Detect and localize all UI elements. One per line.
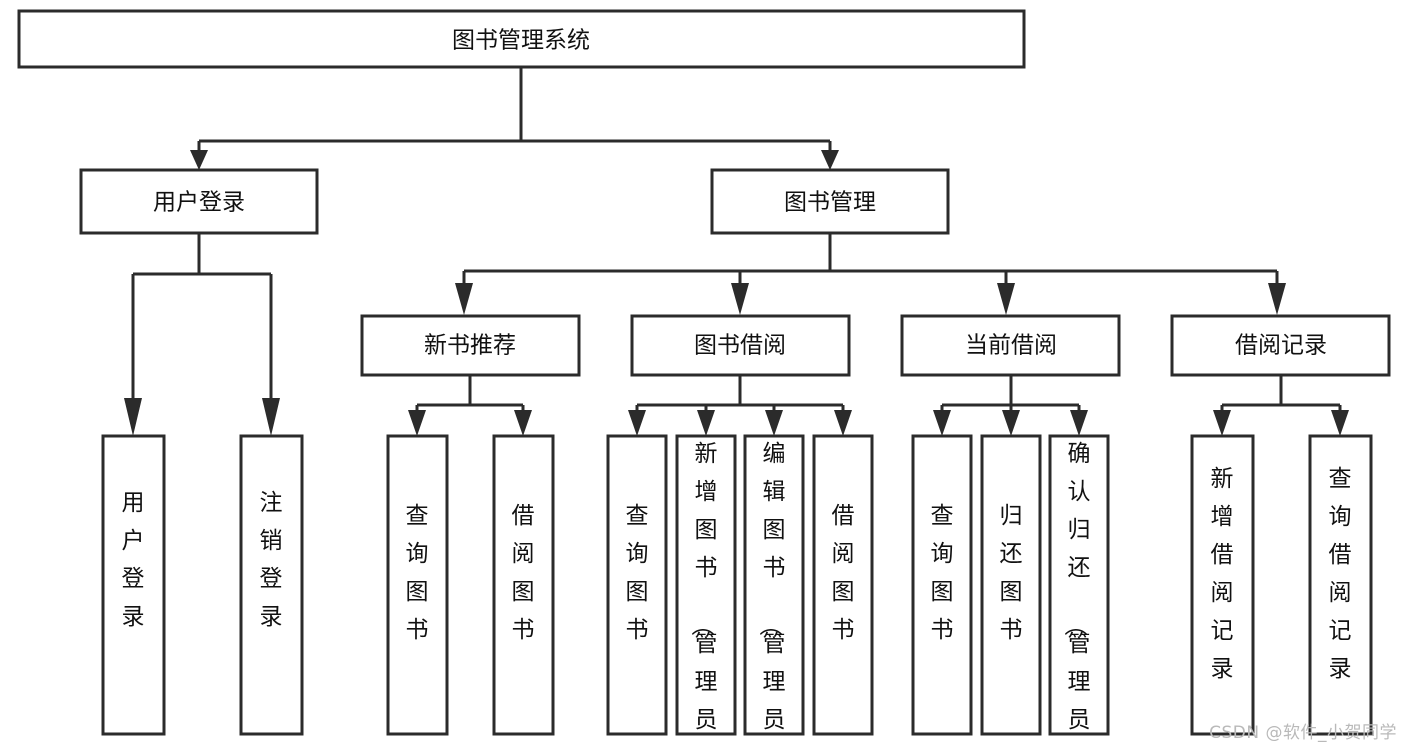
node-book-borrow-label: 图书借阅 — [694, 333, 786, 359]
arrow-head-book-manage — [821, 150, 839, 170]
arrow-head-leaf-edit-book — [765, 410, 783, 436]
node-borrow-record[interactable]: 借阅记录 — [1170, 314, 1391, 377]
node-leaf-query-book-3-label: 查询图书 — [931, 503, 954, 643]
node-user-login-rect[interactable] — [79, 168, 319, 235]
arrow-head-leaf-query-book-2 — [628, 410, 646, 436]
connector-layer — [124, 67, 1349, 436]
node-leaf-query-book-1[interactable]: 查询图书 — [386, 434, 449, 736]
node-leaf-user-login-rect[interactable] — [101, 434, 166, 736]
arrow-head-new-book-recommend — [455, 283, 473, 315]
node-leaf-add-record-label: 新增借阅记录 — [1211, 466, 1234, 682]
node-leaf-confirm-return[interactable]: 确认归还（管理员） — [1048, 434, 1110, 747]
node-book-manage-label: 图书管理 — [784, 190, 876, 216]
node-root-rect[interactable] — [17, 9, 1026, 69]
node-leaf-borrow-book-1[interactable]: 借阅图书 — [492, 434, 555, 736]
arrow-head-leaf-logout-login — [262, 398, 280, 436]
node-leaf-return-book[interactable]: 归还图书 — [980, 434, 1042, 736]
node-new-book-recommend-rect[interactable] — [360, 314, 581, 377]
node-leaf-query-book-2[interactable]: 查询图书 — [606, 434, 668, 736]
node-new-book-recommend[interactable]: 新书推荐 — [360, 314, 581, 377]
node-leaf-query-book-2-label: 查询图书 — [626, 503, 649, 643]
node-leaf-query-book-1-label: 查询图书 — [406, 503, 429, 643]
arrow-head-leaf-borrow-book-1 — [514, 410, 532, 436]
node-current-borrow-label: 当前借阅 — [965, 333, 1057, 359]
node-leaf-confirm-return-rect[interactable] — [1048, 434, 1110, 736]
node-leaf-query-record-label: 查询借阅记录 — [1329, 466, 1352, 682]
node-new-book-recommend-label: 新书推荐 — [424, 333, 516, 359]
node-leaf-add-book-rect[interactable] — [675, 434, 737, 736]
arrow-head-leaf-confirm-return — [1070, 410, 1088, 436]
node-user-login[interactable]: 用户登录 — [79, 168, 319, 235]
node-root-label: 图书管理系统 — [452, 28, 590, 54]
node-book-manage-rect[interactable] — [710, 168, 950, 235]
arrow-head-borrow-record — [1268, 283, 1286, 315]
node-leaf-add-record-rect[interactable] — [1190, 434, 1255, 736]
node-root[interactable]: 图书管理系统 — [17, 9, 1026, 69]
node-current-borrow[interactable]: 当前借阅 — [900, 314, 1121, 377]
node-borrow-record-rect[interactable] — [1170, 314, 1391, 377]
node-leaf-query-record[interactable]: 查询借阅记录 — [1308, 434, 1373, 736]
node-leaf-add-book[interactable]: 新增图书（管理员） — [675, 434, 737, 747]
node-leaf-borrow-book-1-label: 借阅图书 — [512, 503, 535, 643]
arrow-head-current-borrow — [997, 283, 1015, 315]
node-leaf-return-book-label: 归还图书 — [1000, 503, 1023, 643]
node-user-login-label: 用户登录 — [153, 190, 245, 216]
node-book-borrow[interactable]: 图书借阅 — [630, 314, 851, 377]
arrow-head-book-borrow — [731, 283, 749, 315]
node-leaf-confirm-return-label: 确认归还（管理员） — [1062, 441, 1091, 747]
node-leaf-user-login[interactable]: 用户登录 — [101, 434, 166, 736]
arrow-head-leaf-add-record — [1213, 410, 1231, 436]
node-leaf-borrow-book-2-rect[interactable] — [812, 434, 874, 736]
node-leaf-logout-login-label: 注销登录 — [260, 490, 283, 630]
node-borrow-record-label: 借阅记录 — [1235, 333, 1327, 359]
node-current-borrow-rect[interactable] — [900, 314, 1121, 377]
node-leaf-return-book-rect[interactable] — [980, 434, 1042, 736]
node-leaf-borrow-book-2-label: 借阅图书 — [832, 503, 855, 643]
node-leaf-query-book-3[interactable]: 查询图书 — [911, 434, 973, 736]
node-leaf-logout-login[interactable]: 注销登录 — [239, 434, 304, 736]
csdn-watermark: CSDN @软件_小贺同学 — [1209, 723, 1397, 743]
node-leaf-borrow-book-2[interactable]: 借阅图书 — [812, 434, 874, 736]
node-leaf-user-login-label: 用户登录 — [122, 490, 145, 630]
node-leaf-query-book-2-rect[interactable] — [606, 434, 668, 736]
node-leaf-add-record[interactable]: 新增借阅记录 — [1190, 434, 1255, 736]
node-leaf-logout-login-rect[interactable] — [239, 434, 304, 736]
arrow-head-user-login — [190, 150, 208, 170]
arrow-head-leaf-query-record — [1331, 410, 1349, 436]
node-leaf-edit-book-rect[interactable] — [743, 434, 805, 736]
node-leaf-query-book-1-rect[interactable] — [386, 434, 449, 736]
node-book-borrow-rect[interactable] — [630, 314, 851, 377]
node-leaf-query-book-3-rect[interactable] — [911, 434, 973, 736]
arrow-head-leaf-query-book-3 — [933, 410, 951, 436]
arrow-head-leaf-query-book-1 — [408, 410, 426, 436]
arrow-head-leaf-user-login — [124, 398, 142, 436]
node-book-manage[interactable]: 图书管理 — [710, 168, 950, 235]
arrow-head-leaf-borrow-book-2 — [834, 410, 852, 436]
node-leaf-borrow-book-1-rect[interactable] — [492, 434, 555, 736]
node-leaf-add-book-label: 新增图书（管理员） — [689, 441, 718, 747]
arrow-head-leaf-return-book — [1002, 410, 1020, 436]
arrow-head-leaf-add-book — [697, 410, 715, 436]
node-leaf-edit-book-label: 编辑图书（管理员） — [757, 441, 786, 747]
node-leaf-query-record-rect[interactable] — [1308, 434, 1373, 736]
node-leaf-edit-book[interactable]: 编辑图书（管理员） — [743, 434, 805, 747]
